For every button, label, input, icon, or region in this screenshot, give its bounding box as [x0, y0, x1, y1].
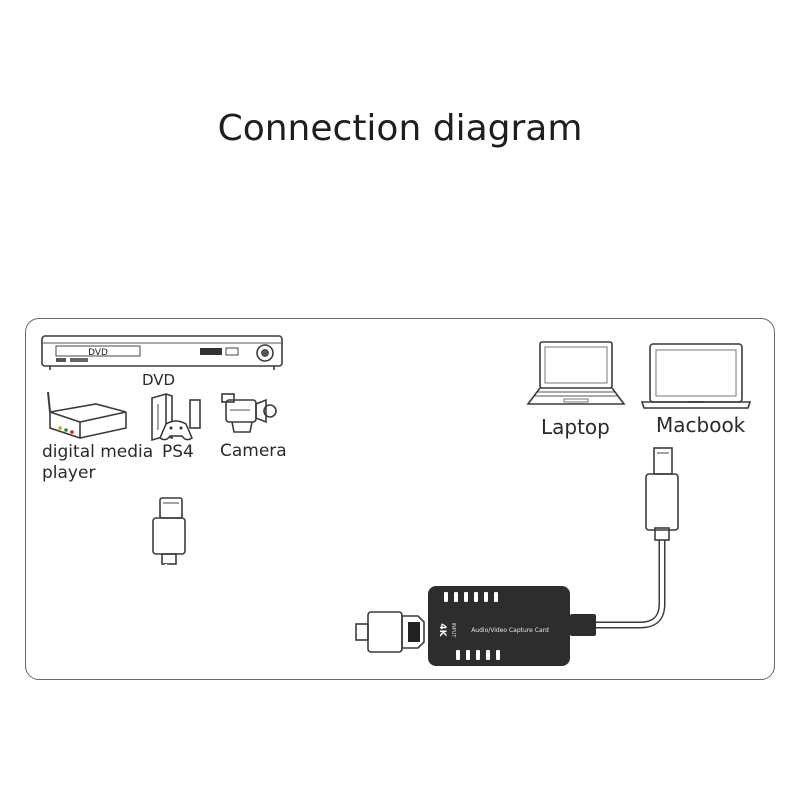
macbook-icon: [640, 343, 752, 409]
usb-cable-output: [596, 447, 679, 629]
media-player-icon: [47, 391, 127, 440]
camera-label: Camera: [220, 441, 287, 461]
media-player-label-line2: player: [42, 463, 96, 483]
dvd-player-icon: DVD: [41, 335, 283, 370]
macbook-label: Macbook: [656, 413, 746, 437]
ps4-icon: [151, 392, 201, 442]
dvd-label: DVD: [142, 371, 176, 389]
hdmi-cable-input: [152, 497, 425, 653]
page-title: Connection diagram: [217, 108, 583, 149]
laptop-label: Laptop: [541, 415, 610, 439]
capture-card-port-text: INPUT: [450, 623, 456, 639]
capture-card-badge: 4K: [437, 623, 447, 637]
dvd-panel-text: DVD: [88, 348, 108, 358]
ps4-label: PS4: [162, 442, 194, 462]
media-player-label-line1: digital media: [42, 442, 154, 462]
capture-card-device: 4K INPUT Audio/Video Capture Card: [428, 586, 596, 666]
diagram-frame: [25, 318, 775, 680]
laptop-icon: [526, 341, 626, 405]
capture-card-label: Audio/Video Capture Card: [471, 627, 549, 634]
camera-icon: [221, 393, 277, 433]
